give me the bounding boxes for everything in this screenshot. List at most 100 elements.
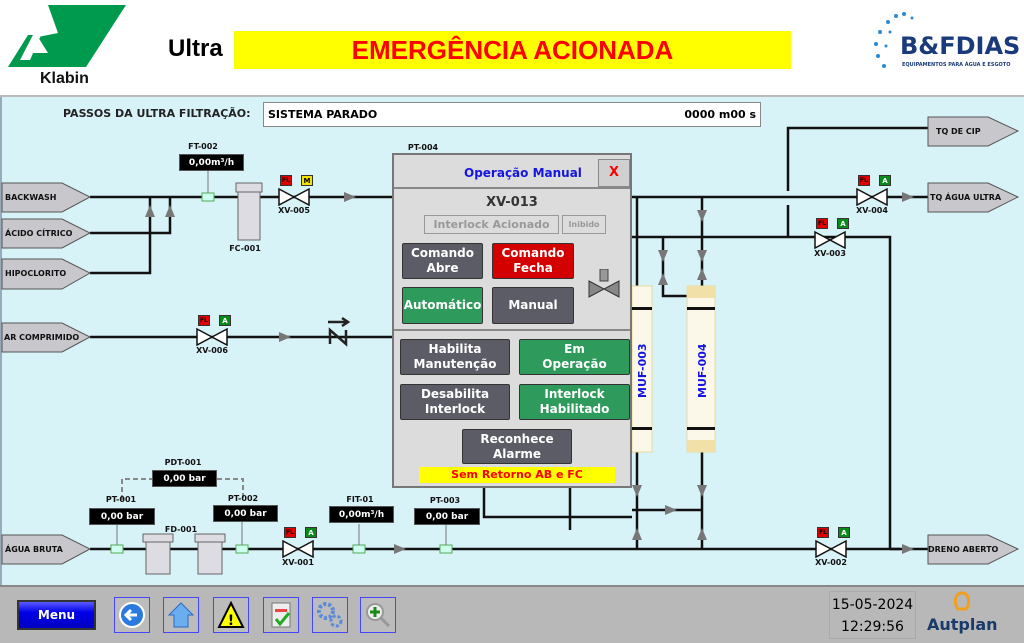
dialog-title-bar: Operação Manual X [394,155,630,189]
filters [142,182,263,575]
pt-003-display[interactable]: 0,00 bar [414,508,480,525]
fault-badge: FL [816,218,828,229]
muf-003-label: MUF-003 [636,343,649,398]
zoom-button[interactable] [360,597,396,633]
steps-timer: 0000 m00 s [684,108,756,121]
fit-01-tag: FIT-01 [346,495,374,504]
source-tags [1,116,1020,565]
autplan-brand: Autplan [927,615,998,634]
valve-tag: XV-001 [282,558,314,567]
close-button[interactable]: X [598,159,630,187]
alarms-button[interactable]: ! [213,597,249,633]
differential-pressure-line [121,478,244,500]
valve-icon [814,231,846,249]
inhibited-status: Inibido [562,215,606,234]
pt-004-label: PT-004 [408,143,439,152]
valve-icon [588,269,620,298]
valve-xv003[interactable]: FL A XV-003 [808,216,852,258]
valve-tag: XV-002 [815,558,847,567]
valve-icon [278,188,310,206]
settings-button[interactable] [312,597,348,633]
manual-operation-dialog: Operação Manual X XV-013 Interlock Acion… [392,153,632,488]
fc-001-label: FC-001 [229,244,261,253]
valve-xv002[interactable]: FL A XV-002 [809,525,853,567]
valve-tag: XV-005 [278,206,310,215]
fd-001-label: FD-001 [165,525,198,534]
source-agua-bruta: ÁGUA BRUTA [5,543,64,554]
footer-toolbar: Menu ! 15-05-2024 12:29:56 Autplan [0,585,1024,643]
divider [394,329,630,331]
pt-002-display[interactable]: 0,00 bar [213,505,278,522]
svg-text:B&FDIAS: B&FDIAS [900,32,1020,60]
ft-002-display[interactable]: 0,00m³/h [179,154,244,171]
source-ar: AR COMPRIMIDO [4,333,79,342]
sensor-leads [116,171,447,545]
dest-cip: TQ DE CIP [936,127,981,136]
valve-icon [815,540,847,558]
back-button[interactable] [114,597,150,633]
checklist-button[interactable] [263,597,299,633]
svg-text:!: ! [228,613,234,629]
valve-icon [856,188,888,206]
source-acido: ÁCIDO CÍTRICO [5,227,73,238]
steps-display: SISTEMA PARADO 0000 m00 s [263,102,761,127]
mode-badge: M [301,175,313,186]
mode-badge: A [219,315,231,326]
source-hipoclorito: HIPOCLORITO [5,269,66,278]
valve-xv004[interactable]: FL A XV-004 [850,173,894,215]
valve-xv001[interactable]: FL A XV-001 [276,525,320,567]
piping-diagram: BACKWASH ÁCIDO CÍTRICO HIPOCLORITO AR CO… [1,116,1020,575]
manual-button[interactable]: Manual [492,287,574,324]
datetime-display: 15-05-2024 12:29:56 [829,591,916,639]
interlock-status: Interlock Acionado [424,215,559,234]
mode-badge: A [838,527,850,538]
fault-badge: FL [858,175,870,186]
fault-badge: FL [280,175,292,186]
fault-badge: FL [817,527,829,538]
warning-icon: ! [217,601,245,629]
alarm-banner: EMERGÊNCIA ACIONADA [234,31,791,69]
ft-002-tag: FT-002 [188,142,218,151]
pdt-001-tag: PDT-001 [164,458,202,467]
zoom-in-icon [366,603,391,628]
valve-xv005[interactable]: FL M XV-005 [272,173,316,215]
home-icon [167,602,195,628]
partner-tagline: EQUIPAMENTOS PARA ÁGUA E ESGOTO [902,61,1010,68]
valve-tag: XV-013 [486,195,538,210]
pt-001-tag: PT-001 [105,495,137,504]
klabin-logo [8,5,126,67]
check-valve-icon [328,316,351,347]
flow-arrows [145,192,914,554]
fault-badge: FL [284,527,296,538]
logo-text: Klabin [40,70,89,87]
checklist-icon [271,602,291,628]
pdt-001-display[interactable]: 0,00 bar [152,470,217,487]
pt-003-tag: PT-003 [429,496,461,505]
pt-001-display[interactable]: 0,00 bar [89,508,155,525]
home-button[interactable] [163,597,199,633]
autplan-logo-icon [953,591,971,611]
steps-status: SISTEMA PARADO [268,108,378,121]
menu-button[interactable]: Menu [17,600,96,630]
dialog-title: Operação Manual [464,166,582,180]
valve-icon [196,328,228,346]
dest-agua-ultra: TQ ÁGUA ULTRA [930,191,1002,202]
partner-logo: B&FDIAS EQUIPAMENTOS PARA ÁGUA E ESGOTO [868,8,1020,80]
muf-004-label: MUF-004 [696,343,709,398]
fit-01-display[interactable]: 0,00m³/h [329,506,394,523]
header: Klabin Ultra EMERGÊNCIA ACIONADA B&FDIAS… [0,0,1024,97]
automatic-button[interactable]: Automático [402,287,483,324]
dest-dreno: DRENO ABERTO [928,545,999,554]
valve-tag: XV-003 [814,249,846,258]
feedback-warning: Sem Retorno AB e FC [419,467,615,483]
source-backwash: BACKWASH [5,193,56,202]
valve-xv006[interactable]: FL A XV-006 [190,313,234,355]
fault-badge: FL [198,315,210,326]
